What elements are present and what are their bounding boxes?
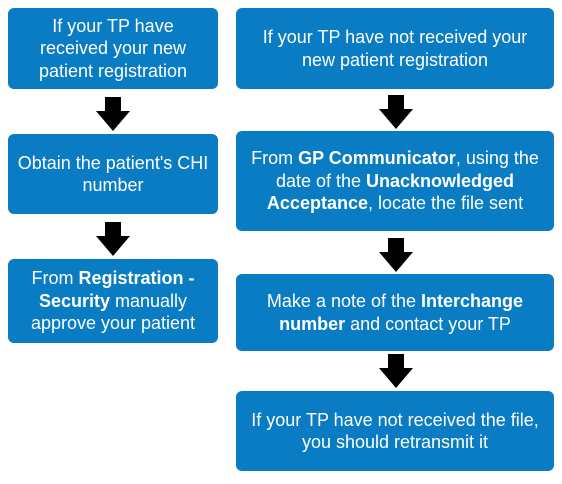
right-box-not-received-text: If your TP have not received your new pa… (262, 27, 528, 70)
interchange-number-bold: Interchange number (279, 291, 524, 334)
arrow-down-icon (96, 97, 130, 131)
left-box-received: If your TP have received your new patien… (8, 8, 218, 89)
gp-communicator-bold: GP Communicator (298, 148, 456, 169)
left-box-registration-security-text: From Registration - Security manually ap… (30, 268, 196, 334)
arrow-down-icon (379, 238, 413, 272)
left-box-obtain-chi-text: Obtain the patient's CHI number (17, 152, 209, 196)
right-box-not-received: If your TP have not received your new pa… (236, 8, 554, 89)
left-box-obtain-chi: Obtain the patient's CHI number (8, 134, 218, 214)
right-box-retransmit: If your TP have not received the file, y… (236, 391, 554, 471)
unacknowledged-acceptance-bold: Unacknowledged Acceptance (266, 170, 515, 214)
registration-security-bold: Registration - Security (38, 268, 195, 311)
left-box-registration-security: From Registration - Security manually ap… (8, 259, 218, 343)
left-box-received-text: If your TP have received your new patien… (38, 15, 188, 81)
arrow-down-icon (96, 222, 130, 256)
right-box-interchange-number-text: Make a note of the Interchange number an… (266, 291, 524, 334)
right-box-gp-communicator: From GP Communicator, using the date of … (236, 131, 554, 231)
right-box-interchange-number: Make a note of the Interchange number an… (236, 274, 554, 351)
arrow-down-icon (379, 354, 413, 388)
arrow-down-icon (379, 95, 413, 129)
right-box-gp-communicator-text: From GP Communicator, using the date of … (251, 148, 539, 214)
right-box-retransmit-text: If your TP have not received the file, y… (251, 409, 539, 453)
